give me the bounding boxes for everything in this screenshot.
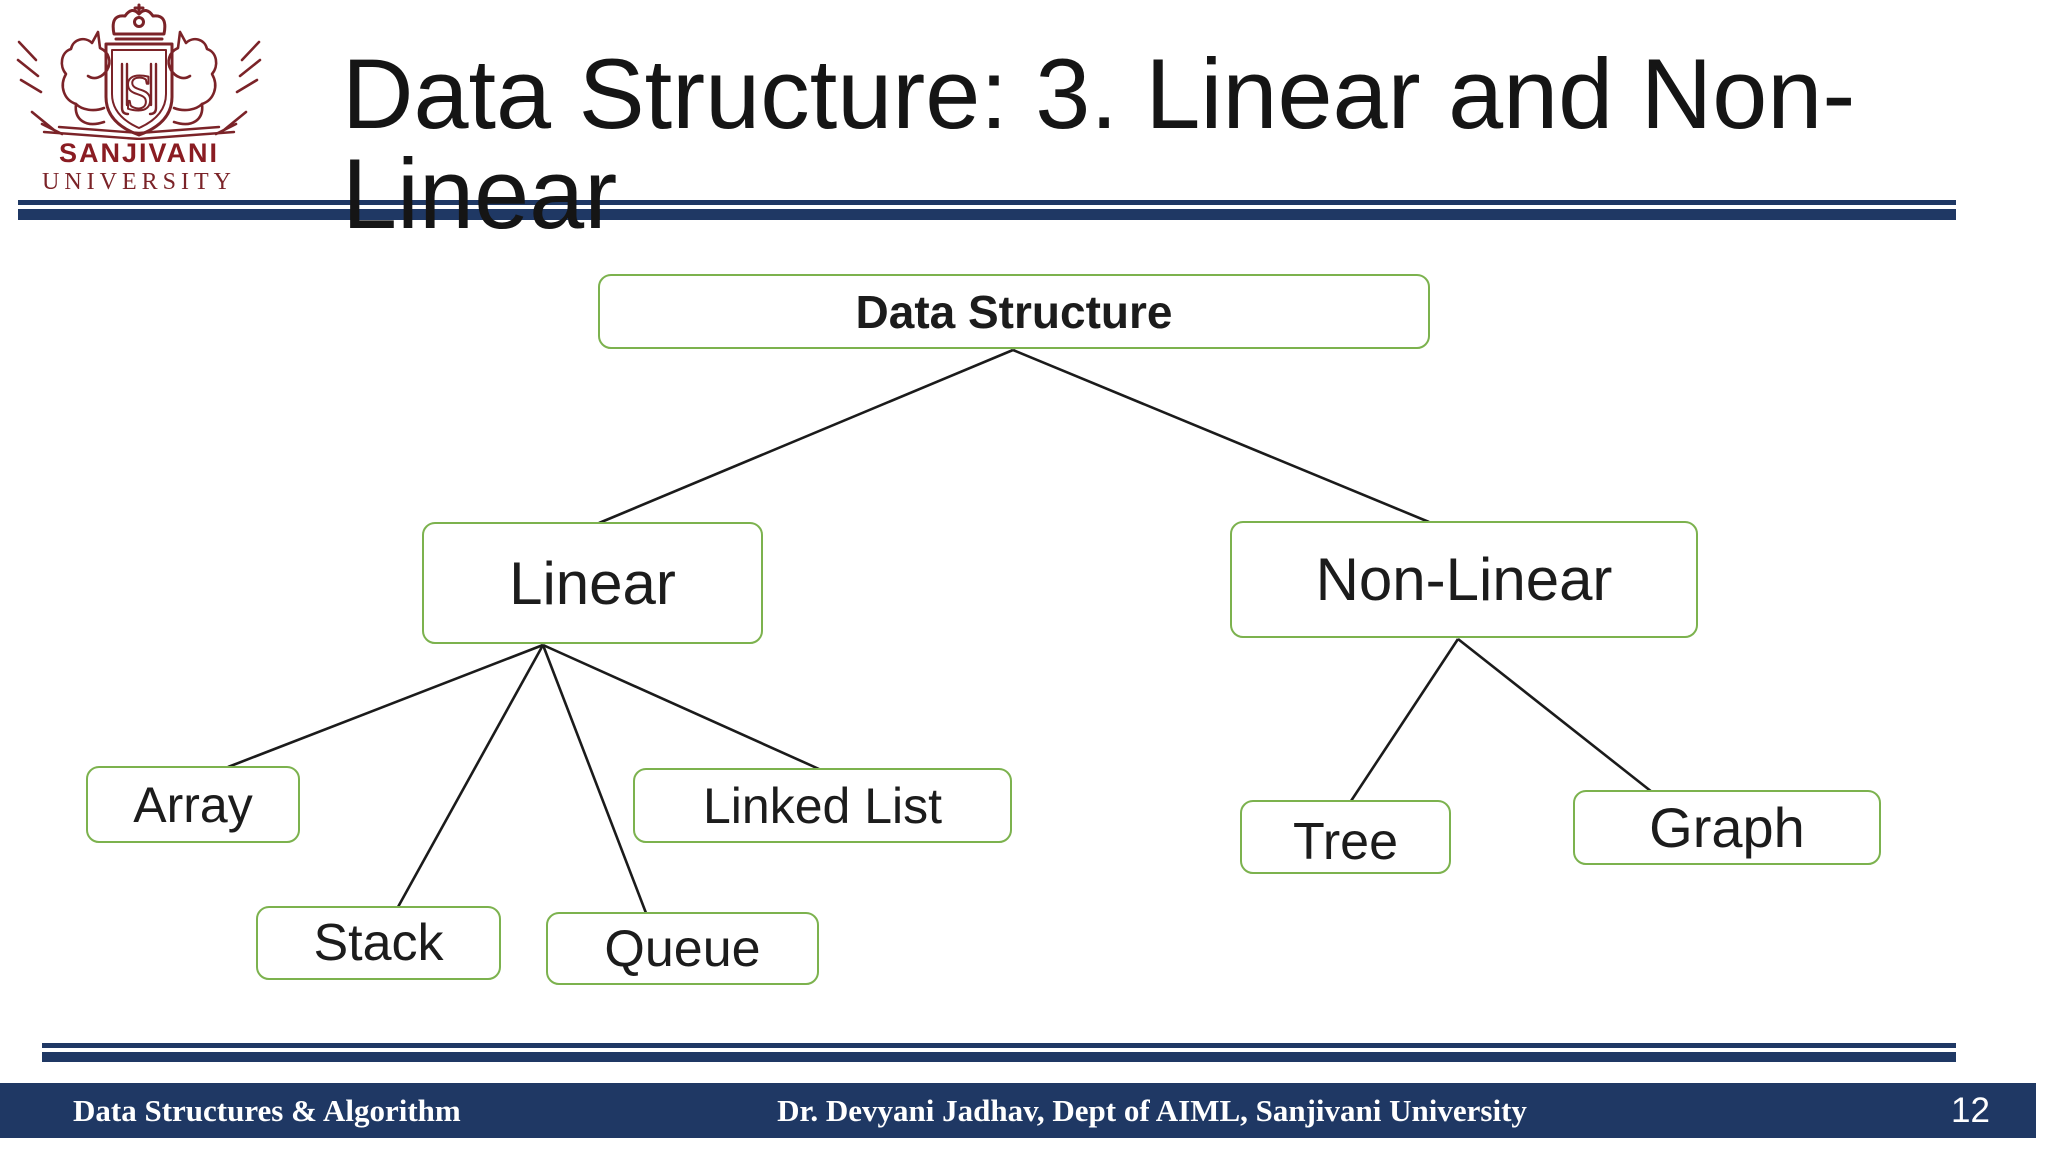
node-tree-label: Tree xyxy=(1293,813,1398,871)
page-title-line1: Data Structure: 3. Linear and Non- xyxy=(342,38,1856,149)
emblem-letter: S xyxy=(125,65,154,122)
node-data-structure-label: Data Structure xyxy=(855,285,1173,338)
connector-nonlinear-tree xyxy=(1349,638,1460,802)
header-rule-thin xyxy=(18,200,1956,205)
node-graph: Graph xyxy=(1573,790,1881,865)
node-non-linear: Non-Linear xyxy=(1230,521,1698,638)
logo-org-name: SANJIVANI xyxy=(58,138,220,168)
horse-left-icon xyxy=(16,30,111,136)
footer-bar: Data Structures & Algorithm Dr. Devyani … xyxy=(0,1083,2036,1138)
page-title: Data Structure: 3. Linear and Non- Linea… xyxy=(342,44,2042,244)
connector-linear-queue xyxy=(541,644,648,914)
shield-icon: S xyxy=(104,42,174,137)
page-title-line2: Linear xyxy=(342,138,618,249)
node-queue-label: Queue xyxy=(604,919,761,978)
node-non-linear-label: Non-Linear xyxy=(1315,546,1613,613)
node-linear: Linear xyxy=(422,522,763,644)
header-rule-thick xyxy=(18,209,1956,220)
university-logo: S SANJIVANI UNIVERSITY xyxy=(8,2,270,196)
footer-rule-thick xyxy=(42,1052,1956,1062)
connector-linear-linkedlist xyxy=(542,643,820,771)
node-linear-label: Linear xyxy=(509,549,676,617)
node-stack: Stack xyxy=(256,906,501,980)
node-stack-label: Stack xyxy=(313,914,444,972)
logo-org-subtitle: UNIVERSITY xyxy=(42,169,236,195)
connector-linear-array xyxy=(227,643,544,769)
footer-author-credit: Dr. Devyani Jadhav, Dept of AIML, Sanjiv… xyxy=(777,1092,1527,1128)
crest-base xyxy=(42,125,236,140)
node-graph-label: Graph xyxy=(1649,796,1805,859)
footer-rule-thin xyxy=(42,1043,1956,1048)
node-queue: Queue xyxy=(546,912,819,985)
node-tree: Tree xyxy=(1240,800,1451,874)
node-linked-list-label: Linked List xyxy=(702,777,943,834)
connector-root-linear xyxy=(598,348,1014,525)
footer-page-number: 12 xyxy=(1951,1090,1990,1130)
crown-icon xyxy=(111,3,167,41)
connector-nonlinear-graph xyxy=(1457,637,1653,794)
horse-right-icon xyxy=(167,30,262,136)
footer-course-title: Data Structures & Algorithm xyxy=(73,1092,461,1128)
node-data-structure: Data Structure xyxy=(598,274,1430,349)
university-crest-icon: S xyxy=(16,3,262,140)
node-linked-list: Linked List xyxy=(633,768,1012,843)
node-array: Array xyxy=(86,766,300,843)
node-array-label: Array xyxy=(133,776,253,833)
connector-linear-stack xyxy=(396,644,545,908)
connector-root-nonlinear xyxy=(1012,348,1430,524)
